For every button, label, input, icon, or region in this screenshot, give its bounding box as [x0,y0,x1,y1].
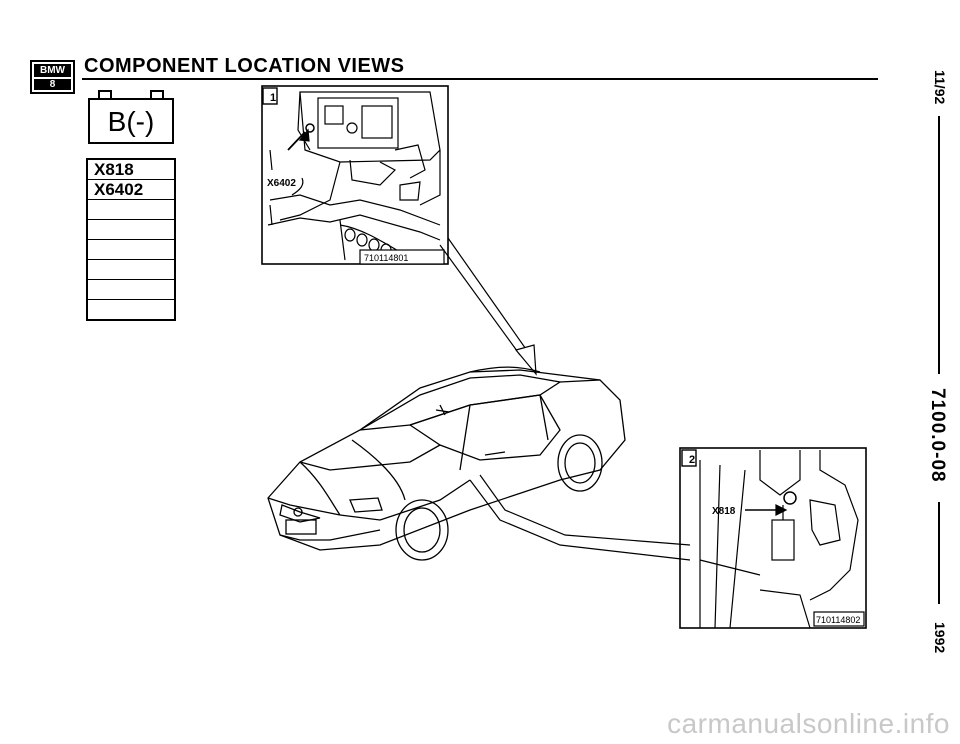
detail-view-1 [261,85,449,265]
connector-row [87,279,175,300]
logo-bmw-text: BMW [34,64,71,77]
car-illustration [267,366,626,561]
model-year: 1992 [932,622,948,654]
connector-row [87,199,175,220]
battery-terminal-right [150,90,164,98]
page-side-legend: 11/92 7100.0-08 1992 [922,70,948,670]
view-1-reference-number: 710114801 [364,253,408,263]
view-1-number: 1 [270,92,276,104]
view-1-pointer [439,237,537,376]
side-rule-lower [938,502,940,604]
battery-terminal-left [98,90,112,98]
battery-ground-symbol: B(-) [88,90,174,144]
view-2-reference-number: 710114802 [816,615,860,625]
watermark: carmanualsonline.info [667,708,950,739]
connector-row: X818 [87,159,175,180]
view-2-callout-x818: X818 [712,506,736,517]
logo-series-text: 8 [34,79,71,90]
battery-label: B(-) [107,106,155,137]
view-2-pointer [469,474,691,561]
connector-row [87,259,175,280]
connector-id: X818 [87,159,175,180]
side-rule-upper [938,116,940,374]
connector-row: X6402 [87,179,175,200]
connector-id [87,239,175,260]
connector-row [87,239,175,260]
connector-id [87,259,175,280]
view-2-number: 2 [689,454,695,466]
revision-date: 11/92 [932,70,948,105]
connector-id [87,219,175,240]
connector-id [87,199,175,220]
connector-id: X6402 [87,179,175,200]
view-1-callout-x6402: X6402 [267,178,296,189]
detail-view-2 [679,447,867,629]
page-code: 7100.0-08 [927,388,948,483]
page-title: COMPONENT LOCATION VIEWS [84,55,405,77]
connector-row [87,219,175,240]
header-rule [82,78,878,80]
connector-list: X818 X6402 [86,158,176,321]
connector-id [87,279,175,300]
bmw-8-series-logo: BMW 8 [30,60,75,94]
